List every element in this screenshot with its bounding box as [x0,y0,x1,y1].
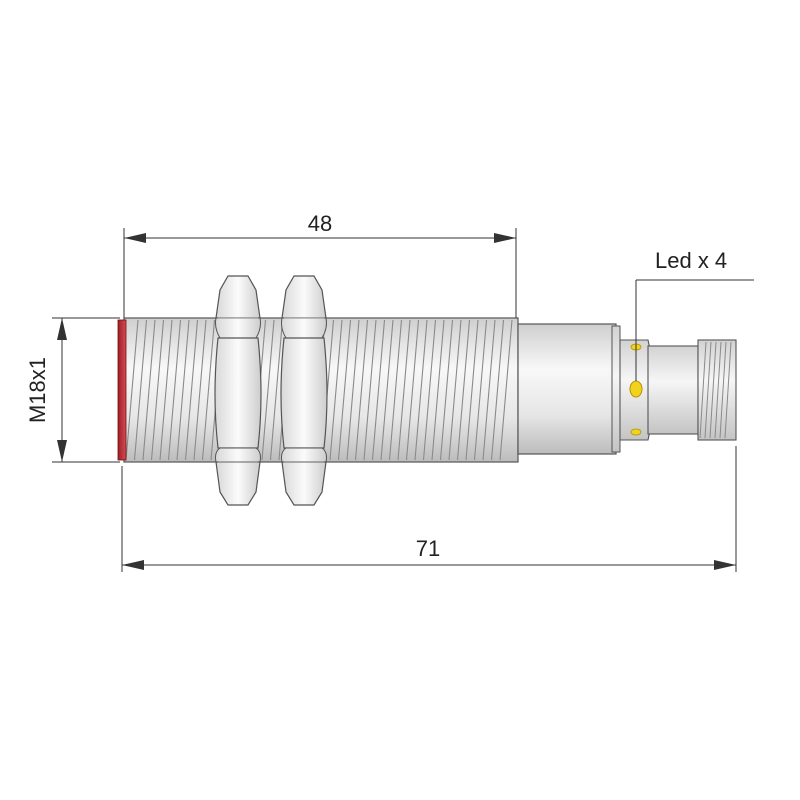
thread-line [482,319,496,461]
thread-line [422,319,437,461]
thread-line [699,341,707,439]
thread-line [167,319,182,461]
thread-line [490,319,505,461]
thread-line [363,319,377,461]
dimension-48-label: 48 [308,211,332,236]
thread-line [354,319,369,461]
thread-line [439,319,454,461]
thread-line [133,319,148,461]
dimension-71-label: 71 [416,536,440,561]
thread-line [159,319,173,461]
led-callout-leader [635,279,754,381]
thread-line [704,341,712,439]
dimension-71 [121,446,737,572]
hex-nut-right [280,275,328,506]
thread-line [150,319,165,461]
thread-line [709,341,717,439]
thread-line [201,319,216,461]
thread-line [269,319,284,461]
thread-line [125,319,139,461]
sensing-face [117,319,127,461]
dimension-thread-size [52,317,120,463]
thread-line [456,319,471,461]
thread-line [499,319,513,461]
thread-line [193,319,207,461]
sensor-housing [517,323,617,455]
thread-line [448,319,462,461]
thread-line [329,319,343,461]
connector-neck [647,345,699,435]
dimension-thread-size-label: M18x1 [25,357,50,423]
led-callout-label: Led x 4 [655,248,727,273]
thread-line [414,319,428,461]
thread-line [346,319,360,461]
thread-line [337,319,352,461]
dimension-48 [123,228,517,318]
thread-line [473,319,488,461]
thread-line [724,341,732,439]
thread-line [142,319,156,461]
housing-ring [611,325,621,453]
connector-thread [697,339,737,441]
thread-line [465,319,479,461]
thread-line [176,319,190,461]
hex-nut-left [214,275,262,506]
thread-line [431,319,445,461]
thread-line [380,319,394,461]
thread-line [184,319,199,461]
thread-line [388,319,403,461]
thread-line [719,341,727,439]
thread-line [371,319,386,461]
thread-line [405,319,420,461]
thread-line [397,319,411,461]
thread-line [261,319,275,461]
led-indicator [629,380,643,398]
led-indicator-bottom [630,428,642,436]
thread-line [714,341,722,439]
